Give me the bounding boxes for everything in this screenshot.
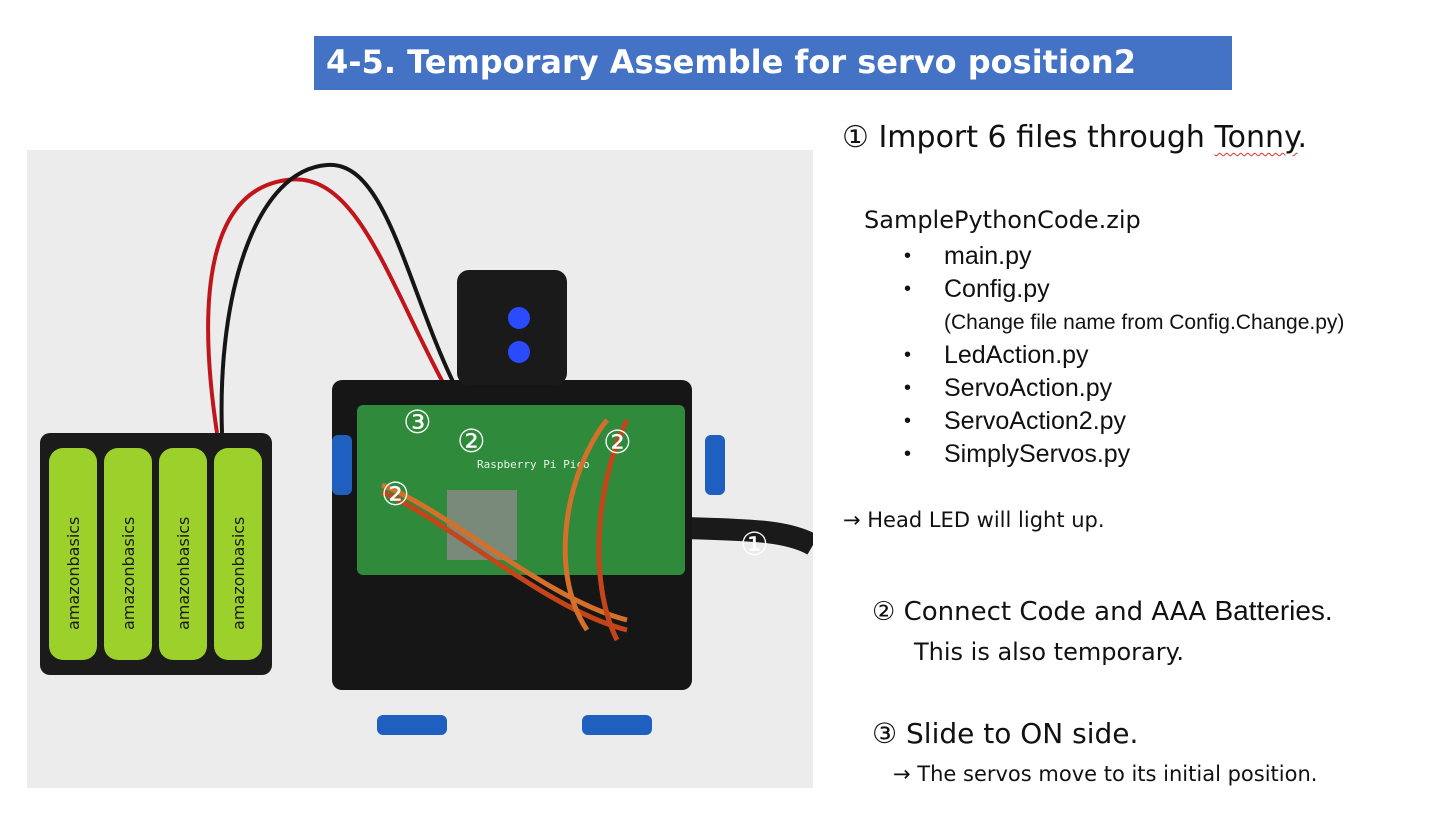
slide-title: 4-5. Temporary Assemble for servo positi… (326, 43, 1136, 81)
board-label: Raspberry Pi Pico (477, 458, 590, 471)
step2-marker: ② (872, 597, 896, 627)
file-name: LedAction.py (944, 341, 1089, 369)
head-led-top (508, 307, 530, 329)
file-name: SimplyServos.py (944, 440, 1131, 468)
photo-marker-connector-mid: ② (457, 422, 486, 460)
photo-marker-cable: ① (740, 525, 769, 563)
list-item: • ServoAction2.py (904, 405, 1344, 438)
battery-pack: amazonbasics amazonbasics amazonbasics a… (40, 433, 272, 675)
head-led-bottom (508, 341, 530, 363)
step2-note: This is also temporary. (914, 638, 1184, 666)
bullet: • (904, 377, 912, 399)
step2-emphasis: Batteries. (1214, 595, 1333, 626)
file-name: ServoAction.py (944, 374, 1113, 402)
bullet: • (904, 278, 912, 300)
step1-marker: ① (842, 120, 869, 155)
list-item: • Config.py (904, 273, 1344, 306)
list-item: • main.py (904, 240, 1344, 273)
bullet: • (904, 344, 912, 366)
result-led: → Head LED will light up. (843, 508, 1105, 532)
step2-text: ② Connect Code and AAA Batteries. (872, 595, 1333, 627)
photo-marker-connector-right: ② (603, 423, 632, 461)
bullet: • (904, 245, 912, 267)
photo-marker-switch: ③ (403, 403, 432, 441)
step2-body: Connect Code and AAA (903, 597, 1215, 627)
step1-text: ① Import 6 files through Tonny. (842, 120, 1307, 155)
list-item: • LedAction.py (904, 339, 1344, 372)
result-servos: → The servos move to its initial positio… (893, 762, 1318, 786)
list-item: • SimplyServos.py (904, 438, 1344, 471)
title-bar: 4-5. Temporary Assemble for servo positi… (314, 36, 1232, 90)
rename-note: (Change file name from Config.Change.py) (944, 311, 1345, 334)
bullet: • (904, 410, 912, 432)
photo-marker-connector-left: ② (381, 475, 410, 513)
pico-board (357, 405, 685, 575)
bullet: • (904, 443, 912, 465)
step1-body: Import 6 files through (878, 120, 1215, 155)
tool-name: Tonny (1214, 120, 1298, 155)
file-name: ServoAction2.py (944, 407, 1127, 435)
step1-period: . (1297, 120, 1308, 155)
file-name: main.py (944, 242, 1032, 270)
file-name: Config.py (944, 275, 1050, 303)
robot-chassis: Raspberry Pi Pico (332, 270, 725, 735)
archive-name: SamplePythonCode.zip (864, 206, 1141, 234)
battery-brand-label: amazonbasics (229, 517, 248, 630)
step3-text: ③ Slide to ON side. (872, 717, 1138, 750)
file-list: • main.py • Config.py (Change file name fr… (904, 240, 1344, 471)
list-item: • ServoAction.py (904, 372, 1344, 405)
battery-brand-label: amazonbasics (119, 517, 138, 630)
battery-brand-label: amazonbasics (64, 517, 83, 630)
step3-body: Slide to ON side. (906, 717, 1139, 750)
robot-photo: amazonbasics amazonbasics amazonbasics a… (27, 150, 813, 788)
step3-marker: ③ (872, 717, 898, 750)
battery-brand-label: amazonbasics (174, 517, 193, 630)
